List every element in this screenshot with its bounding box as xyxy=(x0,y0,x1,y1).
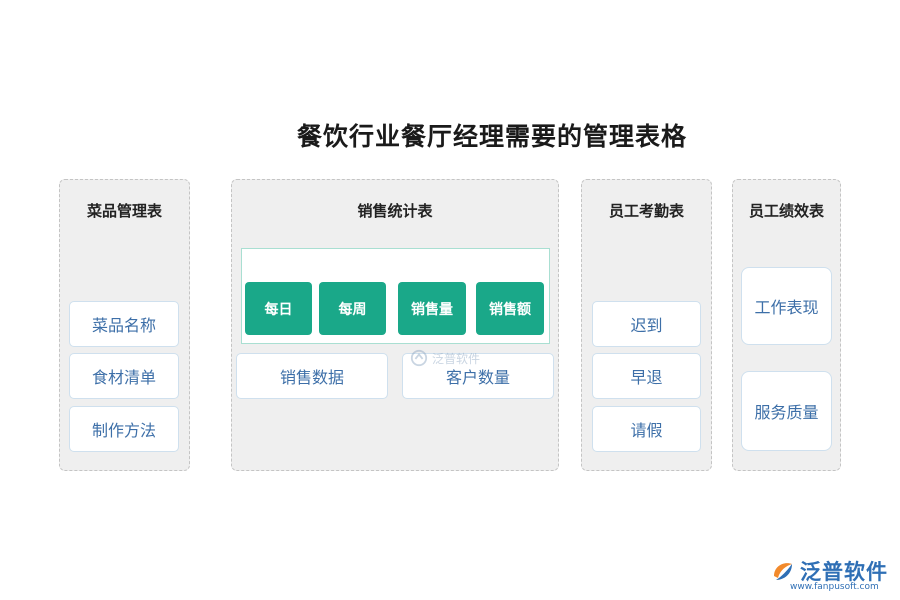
panel-title: 菜品管理表 xyxy=(86,202,162,220)
item-request-leave: 请假 xyxy=(592,406,701,452)
panel-attendance: 员工考勤表 迟到 早退 请假 xyxy=(581,179,712,471)
watermark-text: 泛普软件 xyxy=(432,351,481,366)
watermark-logo-icon xyxy=(410,349,428,367)
brand-logo: 泛普软件 xyxy=(770,556,888,586)
item-work-performance: 工作表现 xyxy=(741,267,832,345)
panel-title: 销售统计表 xyxy=(357,202,433,220)
panel-title: 员工考勤表 xyxy=(608,202,684,220)
brand-url: www.fanpusoft.com xyxy=(790,582,879,592)
item-leave-early: 早退 xyxy=(592,353,701,399)
item-service-quality: 服务质量 xyxy=(741,371,832,451)
period-sales-volume: 销售量 xyxy=(398,282,466,335)
item-ingredient-list: 食材清单 xyxy=(69,353,179,399)
brand-logo-icon xyxy=(774,563,792,580)
period-weekly: 每周 xyxy=(319,282,386,335)
item-sales-data: 销售数据 xyxy=(236,353,388,399)
panel-title: 员工绩效表 xyxy=(748,202,824,220)
panel-performance: 员工绩效表 工作表现 服务质量 xyxy=(732,179,841,471)
diagram-title: 餐饮行业餐厅经理需要的管理表格 xyxy=(296,122,687,151)
item-late: 迟到 xyxy=(592,301,701,347)
period-daily: 每日 xyxy=(245,282,312,335)
panel-sales-statistics: 销售统计表 每日 每周 销售量 销售额 销售数据 客户数量 xyxy=(231,179,559,471)
item-dish-name: 菜品名称 xyxy=(69,301,179,347)
panel-dish-management: 菜品管理表 菜品名称 食材清单 制作方法 xyxy=(59,179,190,471)
item-customer-count: 客户数量 xyxy=(402,353,554,399)
period-sales-amount: 销售额 xyxy=(476,282,544,335)
brand-name: 泛普软件 xyxy=(800,560,888,584)
item-cooking-method: 制作方法 xyxy=(69,406,179,452)
watermark: 泛普软件 xyxy=(410,349,480,367)
